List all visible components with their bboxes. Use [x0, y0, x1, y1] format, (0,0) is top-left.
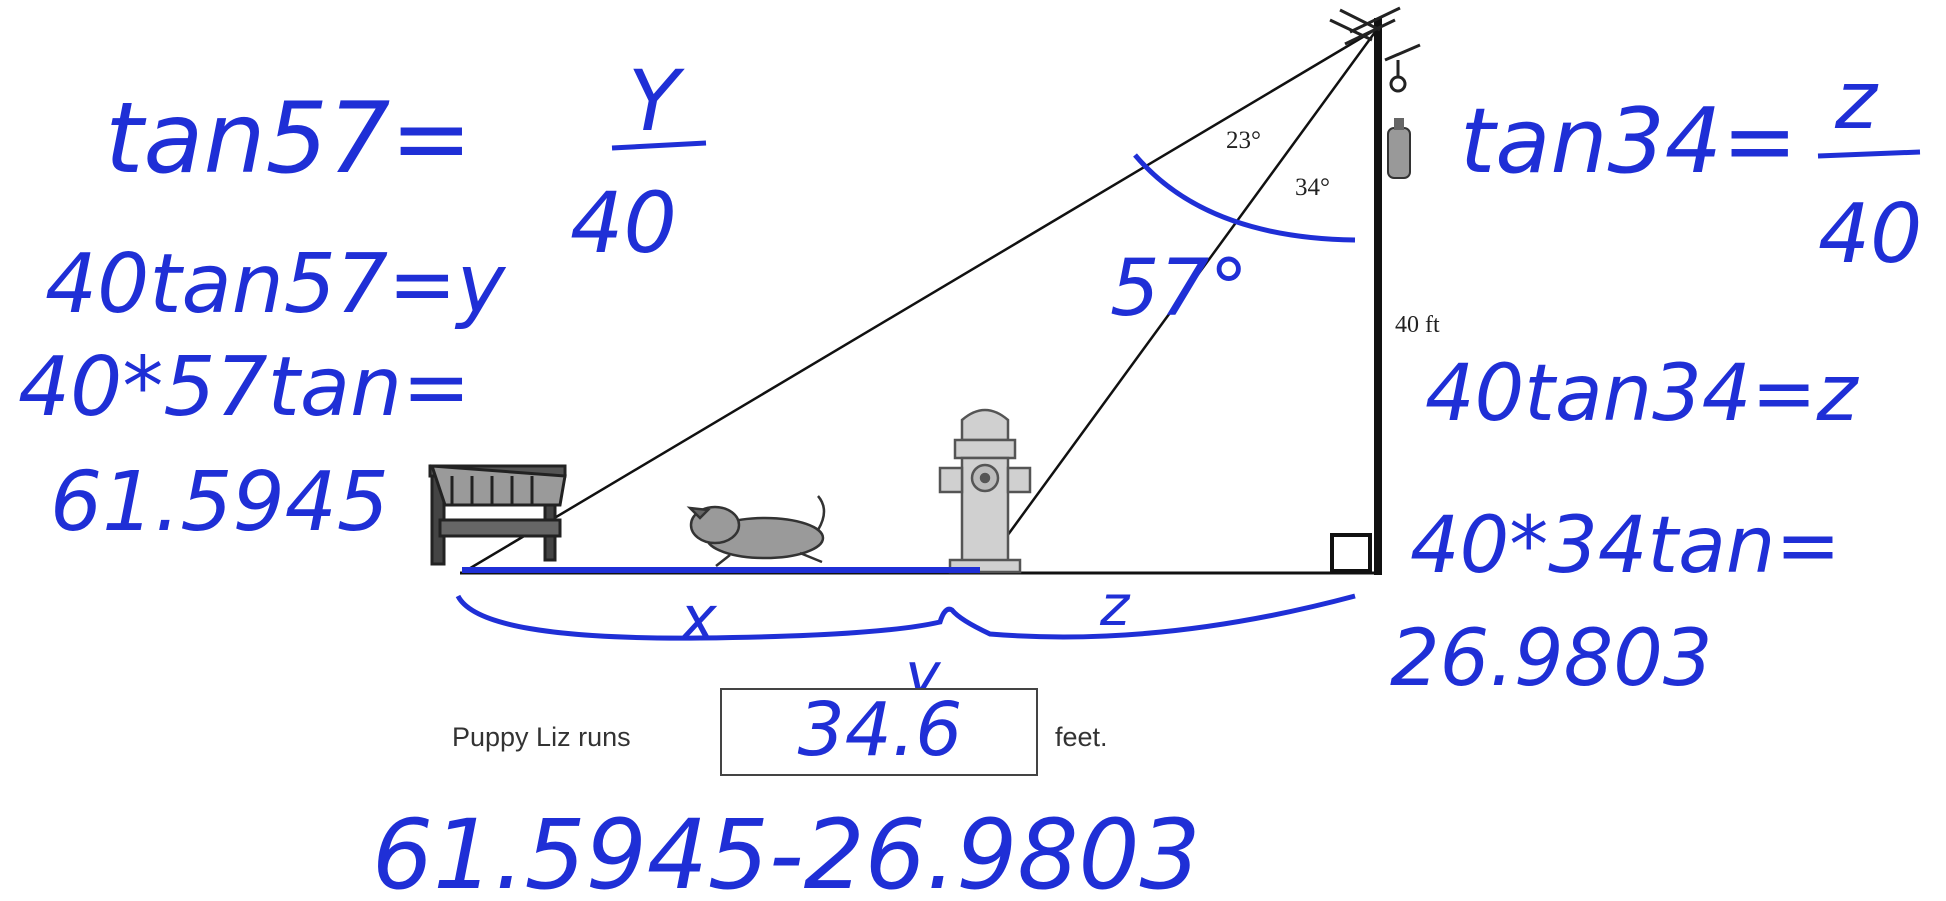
eq-left-1-num: Y — [628, 52, 685, 150]
answer-suffix: feet. — [1055, 722, 1108, 752]
answer-value: 34.6 — [797, 687, 963, 773]
angle-57-label: 57° — [1110, 244, 1248, 334]
angle-23-label: 23° — [1226, 127, 1261, 154]
answer-prefix: Puppy Liz runs — [452, 722, 631, 752]
eq-right-4: 26.9803 — [1390, 614, 1713, 704]
fire-hydrant-icon — [938, 408, 1032, 574]
eq-left-1-den: 40 — [570, 174, 677, 272]
eq-right-1-den: 40 — [1818, 187, 1922, 282]
transformer-icon — [1387, 118, 1411, 179]
eq-right-3: 40*34tan= — [1410, 501, 1841, 591]
pole-top-icon — [1329, 6, 1421, 93]
frac-bar-left — [611, 140, 707, 151]
angle-arc — [1133, 153, 1356, 243]
sight-line-hydrant — [978, 27, 1380, 574]
eq-left-1-lhs: tan57= — [105, 82, 472, 196]
segment-z-label: z — [1099, 574, 1131, 639]
eq-right-1-num: z — [1834, 54, 1879, 147]
eq-left-4: 61.5945 — [50, 455, 389, 550]
segment-x-label: x — [678, 582, 718, 655]
eq-right-1-lhs: tan34= — [1460, 89, 1797, 194]
frac-bar-right — [1817, 149, 1921, 159]
bottom-subtraction: 61.5945-26.9803 — [372, 799, 1201, 901]
height-label: 40 ft — [1395, 312, 1440, 338]
angle-34-label: 34° — [1295, 174, 1330, 201]
dog-icon — [686, 495, 826, 567]
right-angle-mark — [1330, 533, 1372, 573]
eq-left-2: 40tan57=y — [45, 237, 507, 332]
segment-brace — [455, 593, 1356, 641]
bench-icon — [428, 464, 567, 566]
eq-left-3: 40*57tan= — [18, 340, 471, 435]
answer-box[interactable] — [720, 688, 1038, 776]
sight-line-bench — [461, 26, 1379, 575]
eq-right-2: 40tan34=z — [1425, 349, 1860, 439]
